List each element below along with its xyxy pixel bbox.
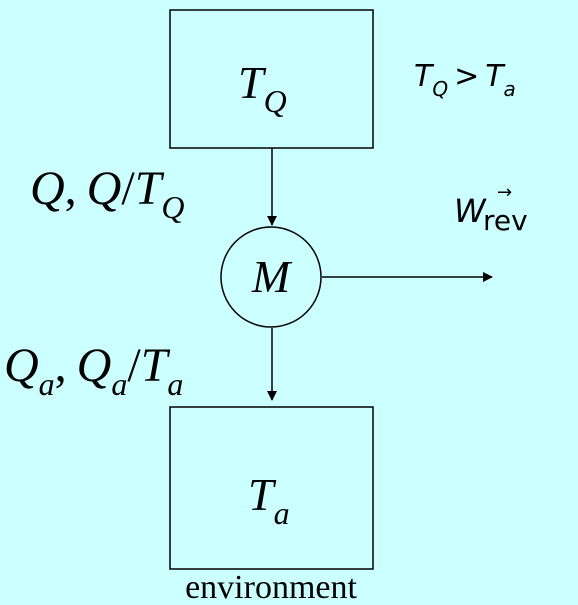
heat-in-label: Q,Q/TQ (30, 162, 185, 225)
hot-reservoir-label: TQ (238, 57, 287, 119)
environment-caption: environment (185, 569, 357, 605)
engine-label: M (251, 251, 293, 302)
ambient-reservoir-box (169, 406, 374, 570)
temperature-condition: TQ>Ta (414, 59, 516, 101)
engine-circle (220, 226, 322, 328)
hot-reservoir-box (169, 9, 374, 149)
ambient-reservoir-label: Ta (248, 469, 290, 531)
work-label: W→rev (454, 182, 528, 237)
heat-out-label: Qa,Qa/Ta (4, 339, 183, 402)
